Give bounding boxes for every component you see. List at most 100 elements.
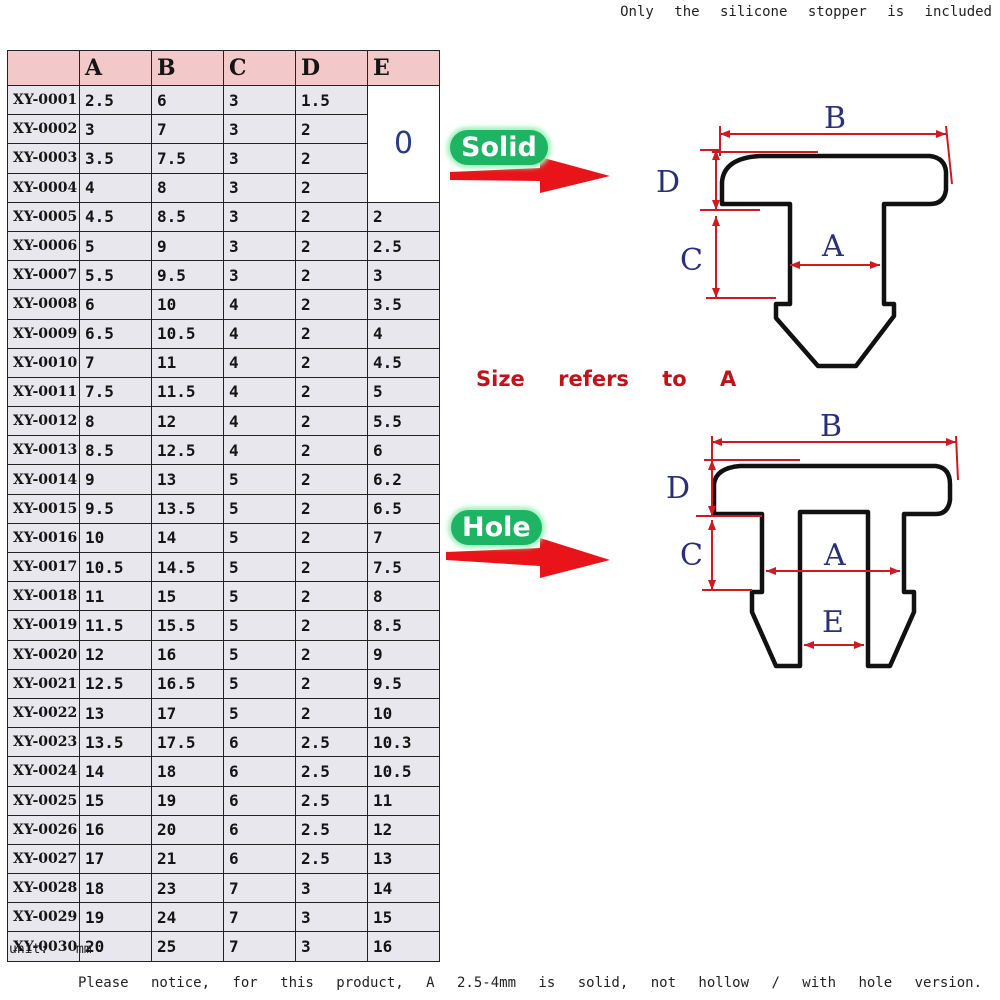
cell-d: 2 [295,114,368,145]
cell-b: 21 [151,843,224,875]
cell-d: 2 [295,406,368,437]
cell-d: 2 [295,143,368,174]
cell-code: XY-0001 [7,84,80,116]
dim-letter-a: A [821,229,844,264]
notice-text: Please notice, for this product, A 2.5-4… [78,975,983,991]
cell-d: 2 [295,639,368,670]
cell-c: 5 [223,581,296,612]
unit-label: unit: [9,942,49,957]
cell-c: 7 [223,931,296,962]
cell-c: 6 [223,843,296,875]
cell-a: 4.5 [79,201,152,232]
cell-b: 12.5 [151,435,224,466]
cell-code: XY-0002 [7,114,80,145]
cell-c: 3 [223,260,296,291]
cell-b: 8 [151,172,224,203]
cell-b: 8.5 [151,201,224,232]
cell-a: 15 [79,785,152,816]
cell-a: 12.5 [79,668,152,699]
cell-c: 6 [223,756,296,787]
hole-arrow-icon [446,538,610,578]
cell-d: 2 [295,201,368,232]
cell-e: 10 [367,697,440,729]
cell-a: 6 [79,289,152,320]
cell-code: XY-0016 [7,522,80,554]
cell-code: XY-0023 [7,727,80,758]
cell-a: 8.5 [79,435,152,466]
size-refers-note: Size refers to A [476,367,737,391]
cell-e: 4.5 [367,347,440,378]
cell-b: 13 [151,464,224,495]
cell-d: 3 [295,902,368,933]
dim-letter-e: E [822,605,844,640]
cell-code: XY-0009 [7,318,80,349]
cell-e: 3.5 [367,289,440,320]
cell-c: 5 [223,610,296,641]
cell-b: 16.5 [151,668,224,699]
cell-b: 17 [151,697,224,729]
cell-c: 5 [223,639,296,670]
cell-d: 2 [295,172,368,203]
cell-a: 13.5 [79,727,152,758]
dim-letter-a: A [823,538,846,573]
dim-letter-d: D [666,471,690,506]
cell-e: 16 [367,931,440,962]
cell-c: 5 [223,697,296,729]
cell-code: XY-0019 [7,610,80,641]
cell-code: XY-0030 [7,931,80,962]
cell-a: 14 [79,756,152,787]
cell-d: 2 [295,464,368,495]
hole-label: Hole [451,510,542,545]
cell-e-merged: 0 [367,85,440,203]
cell-code: XY-0013 [7,435,80,466]
cell-e: 11 [367,785,440,816]
cell-c: 3 [223,84,296,116]
header-d: D [295,50,368,86]
cell-e: 9.5 [367,668,440,699]
cell-b: 19 [151,785,224,816]
cell-e: 12 [367,814,440,845]
cell-c: 4 [223,318,296,349]
cell-c: 6 [223,814,296,845]
cell-e: 6 [367,435,440,466]
cell-code: XY-0005 [7,201,80,232]
cell-a: 3.5 [79,143,152,174]
dim-letter-b: B [824,101,846,136]
cell-b: 7 [151,114,224,145]
cell-d: 2 [295,260,368,291]
cell-d: 2 [295,697,368,729]
cell-a: 20 [79,931,152,962]
cell-d: 3 [295,931,368,962]
cell-e: 2.5 [367,230,440,262]
cell-code: XY-0026 [7,814,80,845]
cell-c: 4 [223,347,296,378]
cell-e: 13 [367,843,440,875]
cell-c: 5 [223,522,296,554]
cell-c: 5 [223,493,296,524]
cell-a: 11.5 [79,610,152,641]
dim-letter-c: C [680,243,703,278]
cell-e: 2 [367,201,440,232]
cell-a: 7.5 [79,376,152,408]
cell-b: 15.5 [151,610,224,641]
cell-d: 2.5 [295,814,368,845]
unit-line: unit: mm [9,942,92,957]
cell-code: XY-0027 [7,843,80,875]
